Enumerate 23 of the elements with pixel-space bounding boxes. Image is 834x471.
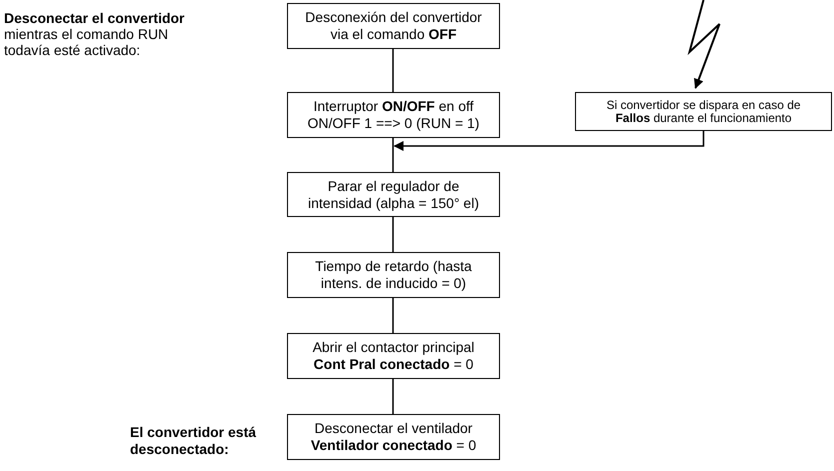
box-text: Abrir el contactor principal Cont Pral conectado = 0: [312, 339, 476, 373]
box-text: Tiempo de retardo (hasta intens. de inducido = 0): [314, 258, 473, 292]
lightning-arrow: [688, 0, 720, 89]
box-text: Parar el regulador de intensidad (alpha = 150° el): [307, 178, 480, 212]
connector-line: [392, 138, 394, 172]
box-text: Desconectar el ventilador Ventilador conectado = 0: [310, 420, 478, 454]
connector-line: [392, 298, 394, 333]
box-text: Si convertidor se dispara en caso de Fallos durante el funcionamiento: [606, 98, 801, 124]
note-text: El convertidor está desconectado:: [130, 424, 258, 458]
connector-line: [394, 131, 704, 151]
process-box: [287, 414, 500, 460]
process-box: [575, 92, 832, 131]
process-box: [287, 3, 500, 49]
process-box: [287, 333, 500, 379]
box-text: Interruptor ON/OFF en off ON/OFF 1 ==> 0 (RUN = 1): [306, 98, 480, 132]
connector-line: [392, 217, 394, 252]
note-text: Desconectar el convertidor mientras el comando RUN todavía esté activado:: [4, 10, 186, 58]
connector-line: [392, 379, 394, 414]
process-box: [287, 252, 500, 298]
box-text: Desconexión del convertidor via el comando OFF: [304, 9, 483, 43]
process-box: [287, 172, 500, 217]
connector-line: [392, 49, 394, 92]
process-box: [287, 92, 500, 138]
